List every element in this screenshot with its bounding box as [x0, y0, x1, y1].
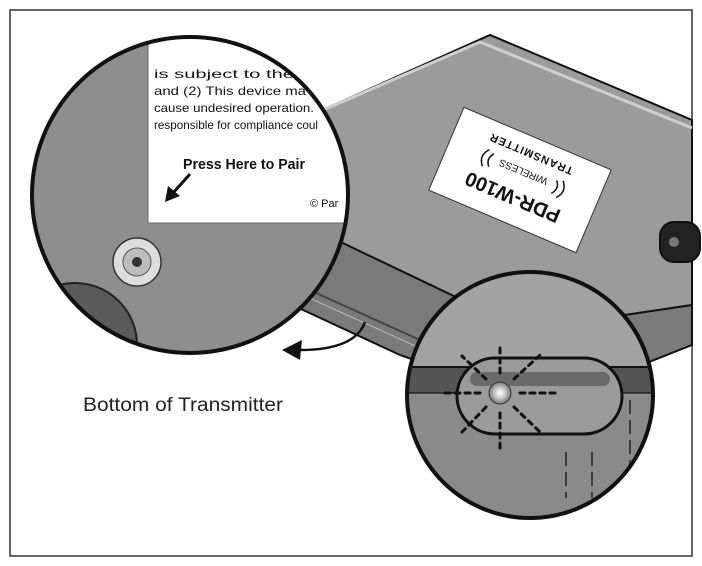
- side-button-icon: [659, 221, 701, 263]
- bottom-magnifier: is subject to the and (2) This device ma…: [30, 35, 350, 355]
- fcc-line-2: and (2) This device ma: [154, 84, 306, 98]
- led-light-icon: [488, 381, 512, 405]
- copyright-fragment: © Par: [310, 198, 339, 210]
- surface-marks: [565, 400, 631, 498]
- side-button-dot: [669, 237, 679, 247]
- fcc-line-1: is subject to the: [154, 67, 295, 81]
- pair-button-icon: [112, 237, 162, 287]
- led-rays: [440, 343, 560, 452]
- wireless-waves-icon: [480, 148, 565, 199]
- device-top-edge: [299, 40, 693, 130]
- fcc-line-4: responsible for compliance coul: [154, 118, 318, 132]
- curved-pointer-arrow: [282, 321, 367, 360]
- led-slot: [455, 356, 624, 436]
- pair-instruction: Press Here to Pair: [183, 156, 305, 173]
- pair-arrow-icon: [165, 172, 192, 202]
- led-magnifier: [405, 270, 655, 520]
- device-label: PDR-W100 WIRELESS TRANSMITTER: [428, 106, 612, 254]
- fcc-line-3: cause undesired operation.: [154, 101, 314, 115]
- figure-caption: Bottom of Transmitter: [83, 395, 284, 416]
- device-label-sticker: [428, 106, 612, 254]
